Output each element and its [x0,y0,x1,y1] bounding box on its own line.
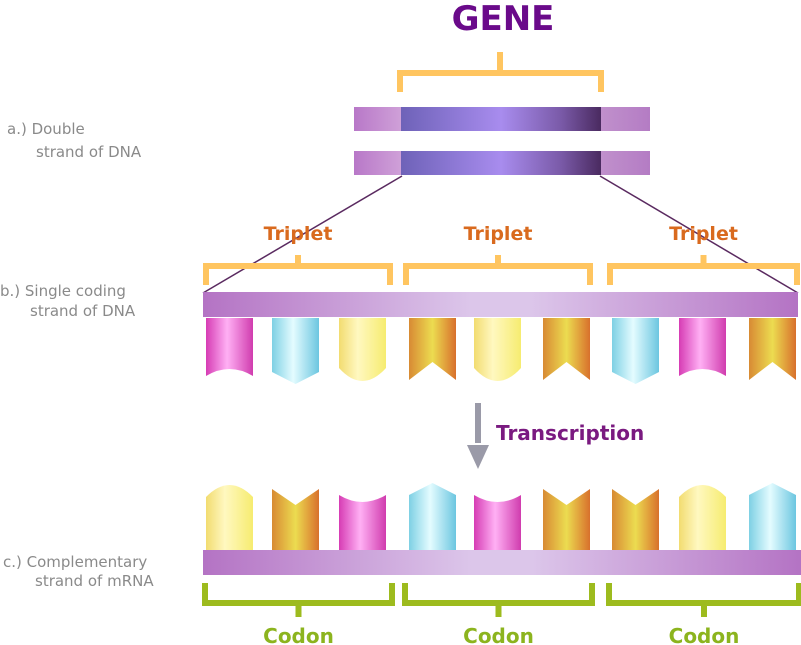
mrna-base-orange-notched [543,489,590,550]
dna-base-orange-notched [543,318,590,380]
codon-bracket [202,583,395,617]
mrna-base-yellow-rounded [679,485,726,550]
mrna-base-cyan-pointed [749,483,796,550]
gene-bracket [397,52,604,92]
dna-base-magenta-concave [206,318,253,376]
triplet-label: Triplet [264,223,333,245]
codon-bracket [402,583,595,617]
gene-title: GENE [452,0,555,39]
triplet-label: Triplet [464,223,533,245]
codon-label: Codon [669,624,740,645]
triplet-bracket [403,255,593,285]
dna-strand-bottom [354,151,650,175]
triplet-label: Triplet [669,223,738,245]
label-a: a.) Double strand of DNA [7,120,142,161]
label-b: b.) Single coding strand of DNA [0,282,136,320]
mrna-strand [203,550,801,575]
mrna-base-yellow-rounded [206,485,253,550]
dna-base-magenta-concave [679,318,726,376]
triplet-bracket [203,255,393,285]
transcription-arrow-icon [467,403,489,469]
mrna-bases [206,483,796,550]
transcription-label: Transcription [496,421,644,445]
triplet-bracket [607,255,800,285]
dna-base-orange-notched [749,318,796,380]
zoom-line-left [202,175,403,294]
dna-base-yellow-rounded [474,318,521,381]
dna-base-cyan-pointed [612,318,659,384]
double-strand-dna [354,107,650,175]
single-coding-strand [203,292,798,317]
mrna-base-cyan-pointed [409,483,456,550]
codon-group: Codon Codon Codon [202,583,801,645]
triplet-group: Triplet Triplet Triplet [203,223,800,285]
mrna-base-orange-notched [272,489,319,550]
codon-bracket [606,583,801,617]
codon-label: Codon [263,624,334,645]
label-c: c.) Complementary strand of mRNA [3,553,154,590]
codon-label: Codon [463,624,534,645]
mrna-base-magenta-concave [474,495,521,550]
mrna-base-magenta-concave [339,495,386,550]
dna-base-yellow-rounded [339,318,386,381]
dna-bases [206,318,796,384]
zoom-line-right [599,175,799,294]
dna-base-cyan-pointed [272,318,319,384]
dna-strand-top [354,107,650,131]
mrna-base-orange-notched [612,489,659,550]
dna-base-orange-notched [409,318,456,380]
